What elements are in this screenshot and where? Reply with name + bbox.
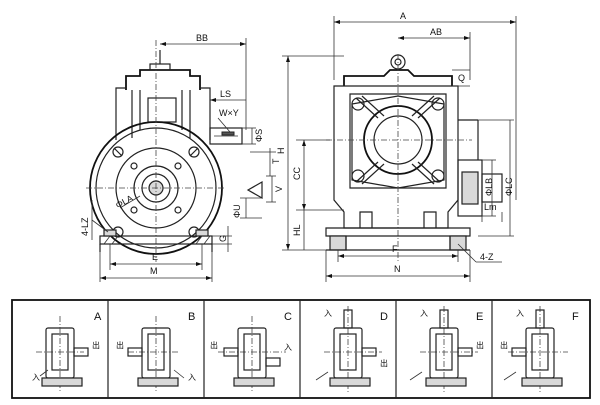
- position-cell-e: E 入 出: [409, 306, 484, 392]
- position-c-in: 入: [284, 343, 292, 352]
- dim-E: E: [152, 252, 158, 262]
- right-view-dimensions: A AB Q H CC HL F: [276, 11, 517, 282]
- left-view-dimensions: BB LS W×Y ΦS T V ΦU G: [80, 33, 284, 282]
- dim-LC: ΦLC: [504, 177, 514, 196]
- position-f-out: 出: [500, 340, 508, 350]
- position-f-in: 入: [516, 309, 524, 318]
- dim-HL: HL: [292, 224, 302, 236]
- position-c-out: 出: [210, 340, 218, 350]
- position-a-out: 出: [92, 340, 100, 350]
- dim-Z: 4-Z: [480, 252, 494, 262]
- dim-LB: ΦLB: [484, 178, 494, 196]
- position-d-out: 出: [380, 358, 388, 368]
- position-cell-a: A 出 入: [32, 311, 102, 392]
- position-e-in: 入: [420, 309, 428, 318]
- position-d-in: 入: [324, 309, 332, 318]
- position-f-letter: F: [572, 311, 579, 323]
- position-cell-b: B 出 入: [116, 311, 196, 392]
- position-a-in: 入: [32, 373, 40, 382]
- position-a-letter: A: [94, 311, 102, 323]
- dim-Lm: Lm: [484, 202, 497, 212]
- position-b-out: 出: [116, 340, 124, 350]
- dim-U: ΦU: [232, 204, 242, 218]
- dim-G: G: [218, 235, 228, 242]
- left-view: [86, 40, 243, 262]
- dim-F: F: [392, 244, 398, 254]
- dim-N: N: [394, 264, 401, 274]
- dim-M: M: [150, 266, 158, 276]
- dim-AB: AB: [430, 27, 442, 37]
- position-b-letter: B: [188, 311, 195, 323]
- position-cell-d: D 入 出: [315, 306, 388, 392]
- mounting-positions-table: [11, 299, 591, 399]
- dim-T: T: [271, 158, 281, 164]
- dim-A: A: [400, 11, 406, 21]
- dim-WY: W×Y: [219, 108, 239, 118]
- position-e-letter: E: [476, 311, 483, 323]
- position-cell-f: F 入 出: [500, 306, 579, 392]
- dim-CC: CC: [292, 167, 302, 180]
- right-view: [325, 54, 503, 262]
- dim-H: H: [276, 148, 286, 155]
- position-b-in: 入: [188, 373, 196, 382]
- dim-V: V: [274, 186, 284, 192]
- position-cell-c: C 出 入: [210, 311, 292, 392]
- dim-BB: BB: [196, 33, 208, 43]
- dim-LZ: 4-LZ: [80, 217, 90, 236]
- position-d-letter: D: [380, 311, 388, 323]
- position-e-out: 出: [476, 340, 484, 350]
- dim-LS: LS: [220, 89, 231, 99]
- dim-S: ΦS: [254, 129, 264, 142]
- position-c-letter: C: [284, 311, 292, 323]
- dim-Q: Q: [458, 73, 465, 83]
